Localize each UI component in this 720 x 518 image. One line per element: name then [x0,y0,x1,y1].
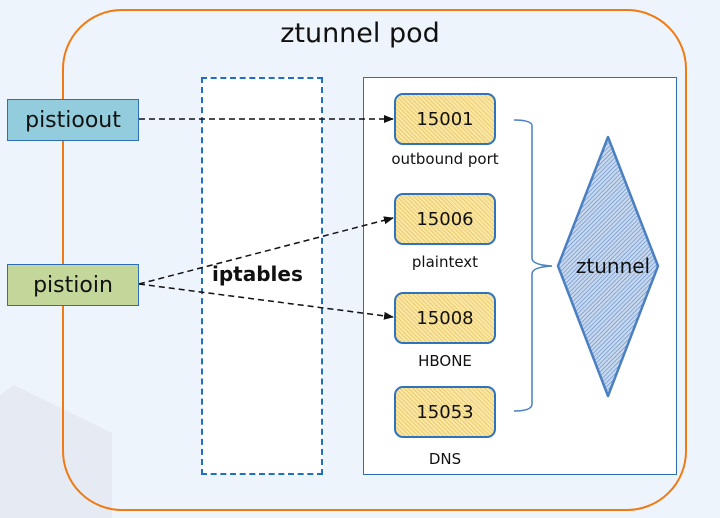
port-number: 15008 [416,307,474,329]
port-number: 15006 [416,208,474,230]
pistioin-label: pistioin [33,272,113,298]
pistioout-label: pistioout [25,107,121,133]
pod-title: ztunnel pod [280,18,440,49]
pistioin-interface: pistioin [7,264,139,306]
port-number: 15001 [416,108,474,130]
port-box-15008: 15008 [394,292,496,344]
ztunnel-pod-container [62,9,687,511]
port-box-15053: 15053 [394,386,496,438]
port-box-15001: 15001 [394,93,496,145]
port-label-outbound: outbound port [391,150,499,168]
port-number: 15053 [416,401,474,423]
pistioout-interface: pistioout [7,99,139,141]
port-box-15006: 15006 [394,193,496,245]
iptables-label: iptables [212,262,303,286]
ztunnel-label: ztunnel [575,254,651,278]
port-label-dns: DNS [428,450,462,468]
port-label-hbone: HBONE [418,352,472,370]
port-label-plaintext: plaintext [411,253,479,271]
